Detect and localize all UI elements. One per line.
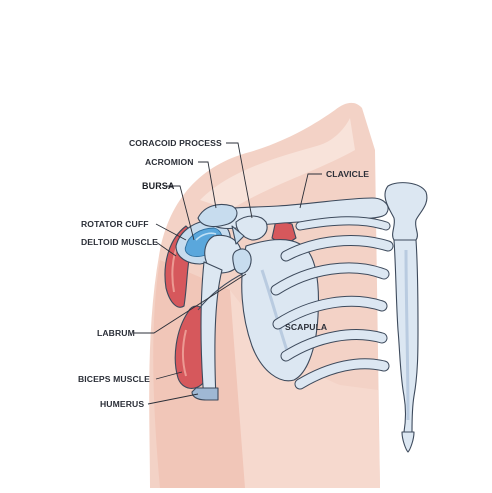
label-bursa: BURSA <box>142 181 175 191</box>
label-biceps-muscle: BICEPS MUSCLE <box>78 374 150 384</box>
label-clavicle: CLAVICLE <box>326 169 369 179</box>
label-labrum: LABRUM <box>97 328 135 338</box>
label-scapula: SCAPULA <box>285 322 327 332</box>
manubrium <box>385 183 427 245</box>
label-coracoid-process: CORACOID PROCESS <box>129 138 222 148</box>
label-rotator-cuff: ROTATOR CUFF <box>81 219 149 229</box>
scapula-glenoid <box>233 249 251 274</box>
label-acromion: ACROMION <box>145 157 194 167</box>
xiphoid <box>402 432 414 452</box>
label-deltoid-muscle: DELTOID MUSCLE <box>81 237 158 247</box>
label-humerus: HUMERUS <box>100 399 144 409</box>
sternum-bone <box>385 183 427 452</box>
